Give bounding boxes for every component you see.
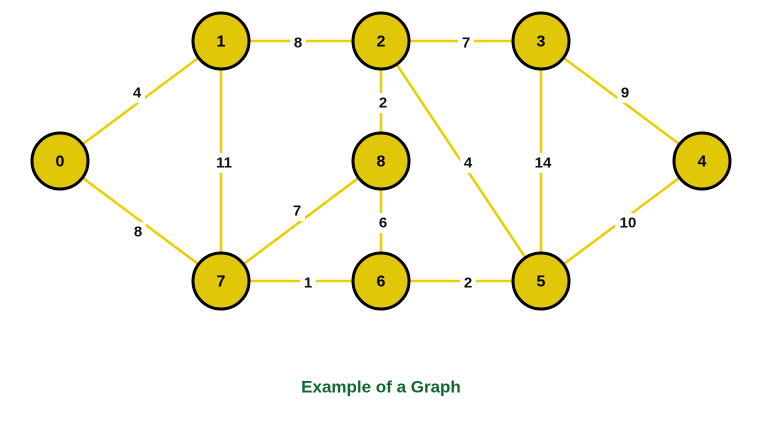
edge-weight-halo (615, 213, 641, 233)
graph-node-4[interactable]: 4 (672, 131, 732, 191)
graph-node-3[interactable]: 3 (511, 11, 571, 71)
node-label: 5 (537, 274, 546, 291)
edge-weight-halo (300, 273, 316, 293)
edge-weight-label: 7 (458, 33, 474, 53)
node-label: 3 (537, 34, 546, 51)
edge-weight-text: 8 (134, 224, 142, 241)
edge-weight-text: 11 (216, 155, 232, 172)
edge-weight-label: 2 (375, 93, 391, 113)
edge-weight-label: 10 (615, 213, 641, 233)
node-circle[interactable] (191, 251, 251, 311)
edge-weight-halo (375, 213, 391, 233)
node-label: 2 (377, 34, 386, 51)
edge-weight-text: 6 (379, 215, 387, 232)
edge-weight-text: 14 (535, 155, 552, 172)
edge-weight-halo (290, 33, 306, 53)
graph-node-5[interactable]: 5 (511, 251, 571, 311)
edge-weight-halo (289, 201, 305, 221)
edge-weight-halo (460, 153, 476, 173)
edge-weight-halo (460, 273, 476, 293)
graph-node-2[interactable]: 2 (351, 11, 411, 71)
node-circle[interactable] (511, 11, 571, 71)
edge-weight-text: 7 (293, 203, 301, 220)
edge-weight-text: 1 (304, 275, 312, 292)
edge-weight-text: 4 (133, 85, 142, 102)
edge-weight-text: 10 (620, 215, 637, 232)
graph-node-1[interactable]: 1 (191, 11, 251, 71)
edge-weight-label: 2 (460, 273, 476, 293)
node-circle[interactable] (351, 251, 411, 311)
edge-weight-label: 1 (300, 273, 316, 293)
edge-weight-text: 7 (462, 35, 470, 52)
edge-weight-halo (617, 83, 633, 103)
edge-weight-halo (375, 93, 391, 113)
edge-weight-label: 11 (211, 153, 237, 173)
edge-weight-text: 4 (464, 155, 473, 172)
edge-weight-halo (129, 83, 145, 103)
edge-weight-text: 2 (464, 275, 472, 292)
graph-edge (80, 175, 201, 267)
node-label: 4 (698, 154, 707, 171)
graph-title: Example of a Graph (301, 378, 461, 397)
graph-node-8[interactable]: 8 (351, 131, 411, 191)
edge-weight-halo (211, 153, 237, 173)
edge-weight-text: 8 (294, 35, 302, 52)
edge-weight-label: 4 (460, 153, 476, 173)
edge-weight-text: 9 (621, 85, 629, 102)
node-circle[interactable] (30, 131, 90, 191)
node-circle[interactable] (351, 131, 411, 191)
graph-node-7[interactable]: 7 (191, 251, 251, 311)
node-label: 8 (377, 154, 386, 171)
node-label: 0 (56, 154, 65, 171)
node-label: 1 (217, 34, 226, 51)
edge-weight-halo (530, 153, 556, 173)
edge-weight-label: 9 (617, 83, 633, 103)
node-circle[interactable] (672, 131, 732, 191)
edge-weight-label: 4 (129, 83, 145, 103)
edge-weight-label: 14 (530, 153, 556, 173)
edge-weight-text: 2 (379, 95, 387, 112)
edge-weight-label: 7 (289, 201, 305, 221)
graph-node-0[interactable]: 0 (30, 131, 90, 191)
edge-weight-label: 8 (290, 33, 306, 53)
node-circle[interactable] (511, 251, 571, 311)
node-circle[interactable] (191, 11, 251, 71)
edge-weight-label: 6 (375, 213, 391, 233)
edge-weight-halo (130, 222, 146, 242)
edge-weight-halo (458, 33, 474, 53)
edge-weight-label: 8 (130, 222, 146, 242)
edge-weights-layer: 4 8 8 11 7 2 4 9 14 10 2 1 6 7 (129, 33, 641, 293)
nodes-layer: 0 1 2 3 4 5 6 7 8 (30, 11, 732, 311)
node-label: 7 (217, 274, 226, 291)
node-circle[interactable] (351, 11, 411, 71)
graph-node-6[interactable]: 6 (351, 251, 411, 311)
node-label: 6 (377, 274, 386, 291)
